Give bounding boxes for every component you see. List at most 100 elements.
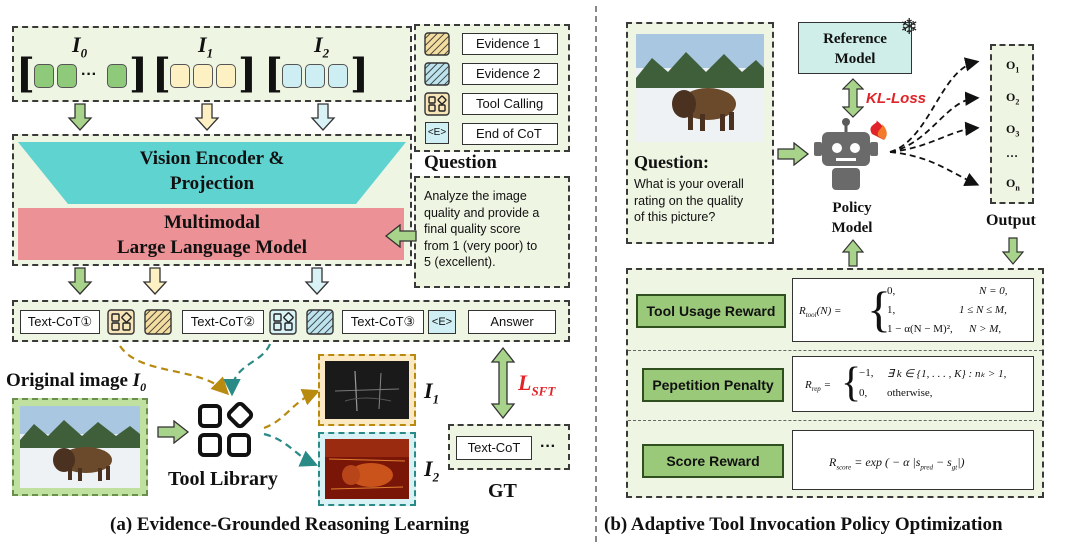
evidence2-hatch-icon	[424, 62, 450, 86]
reward-flow-arrows	[841, 237, 1025, 267]
input-arrows	[67, 103, 336, 131]
edge-map-image	[325, 439, 409, 499]
text-cot-3: Text-CoT③	[342, 310, 424, 334]
output-on: On	[1006, 176, 1020, 193]
tool-library-label: Tool Library	[168, 468, 278, 490]
image-i2-label: I2	[314, 32, 330, 61]
visual-token	[57, 64, 77, 88]
score-formula: Rscore = exp ( − α |spred − sgt|)	[792, 430, 1034, 490]
reference-model-box: Reference Model	[798, 22, 912, 74]
visual-token	[107, 64, 127, 88]
bracket-close: ]	[350, 50, 369, 97]
bison-photo	[636, 34, 764, 142]
text-cot-2: Text-CoT②	[182, 310, 264, 334]
visual-token	[305, 64, 325, 88]
evidence-image-1	[318, 354, 416, 426]
bracket-close: ]	[238, 50, 257, 97]
bracket-open: [	[264, 50, 283, 97]
gt-ellipsis: ···	[540, 438, 556, 455]
reward-divider	[628, 420, 1042, 421]
ground-truth-box: Text-CoT ···	[448, 424, 570, 470]
legend-end-of-cot: End of CoT	[462, 123, 558, 145]
question-to-llm-arrow	[384, 224, 417, 248]
visual-token	[170, 64, 190, 88]
llm-label: Multimodal Large Language Model	[117, 212, 307, 258]
reward-divider	[628, 350, 1042, 351]
token-ellipsis: ···	[81, 66, 97, 83]
question-to-policy-arrow	[777, 142, 810, 166]
vision-encoder-label: Vision Encoder & Projection	[139, 148, 285, 194]
output-label: Output	[986, 212, 1036, 229]
robot-icon	[814, 118, 887, 190]
vision-encoder-shape	[18, 142, 406, 204]
image-i1-label: I1	[198, 32, 214, 61]
sampling-arrows	[889, 57, 980, 186]
cot-row-panel: Text-CoT① Text-CoT② Text-CoT③ <E> Answer	[12, 300, 570, 342]
snowflake-icon: ❄	[900, 14, 919, 39]
output-column: O1 O2 O3 … On	[990, 44, 1034, 204]
visual-token	[193, 64, 213, 88]
evidence1-hatch-icon	[144, 309, 172, 335]
visual-token	[282, 64, 302, 88]
legend-evidence1: Evidence 1	[462, 33, 558, 55]
evidence2-hatch-icon	[306, 309, 334, 335]
output-ellipsis: …	[1006, 146, 1018, 160]
question-text: Analyze the image quality and provide a …	[424, 189, 540, 269]
visual-token	[216, 64, 236, 88]
original-image	[12, 398, 148, 496]
tool-calling-icon	[424, 92, 450, 116]
image-i0-label: I0	[72, 32, 88, 61]
output-o1: O1	[1006, 58, 1020, 75]
tool-usage-formula: Rtool(N) = { 0, N = 0, 1, 1 ≤ N ≤ M, 1 −…	[792, 278, 1034, 342]
bison-photo	[20, 406, 140, 488]
rl-question-title: Question:	[634, 152, 710, 172]
evidence1-hatch-icon	[424, 32, 450, 56]
visual-token	[328, 64, 348, 88]
tool-calling-icon	[107, 309, 135, 335]
tool-calling-icon	[269, 309, 297, 335]
llm-block	[18, 208, 404, 260]
legend-evidence2: Evidence 2	[462, 63, 558, 85]
repetition-penalty: Pepetition Penalty	[642, 368, 784, 402]
end-token-icon: <E>	[425, 122, 449, 144]
question-title: Question	[424, 152, 497, 173]
repetition-formula: Rrep = { −1, ∃ k ∈ {1, . . . , K} : nₖ >…	[792, 356, 1034, 412]
output-o3: O3	[1006, 122, 1020, 139]
tool-flow-arrows	[119, 343, 321, 467]
score-reward: Score Reward	[642, 444, 784, 478]
reward-panel: Tool Usage Reward Rtool(N) = { 0, N = 0,…	[626, 268, 1044, 498]
sft-loss-arrow	[490, 346, 516, 420]
answer-box: Answer	[468, 310, 556, 334]
kl-loss-label: KL-Loss	[866, 90, 926, 107]
gt-label: GT	[488, 480, 517, 502]
output-i1-label: I1	[424, 378, 440, 407]
tool-library-icon	[198, 402, 254, 457]
image-to-tool-arrow	[157, 420, 190, 444]
text-cot-1: Text-CoT①	[20, 310, 100, 334]
legend-tool-calling: Tool Calling	[462, 93, 558, 115]
caption-a: (a) Evidence-Grounded Reasoning Learning	[110, 514, 470, 535]
end-token-icon: <E>	[428, 310, 456, 334]
question-box: Analyze the image quality and provide a …	[414, 176, 570, 288]
bracket-close: ]	[129, 50, 148, 97]
legend-panel: Evidence 1 Evidence 2 Tool Calling <E> E…	[414, 24, 570, 152]
bracket-open: [	[16, 50, 35, 97]
bracket-open: [	[152, 50, 171, 97]
original-image-label: Original image I0	[6, 370, 147, 394]
rl-question-text: What is your overall rating on the quali…	[634, 177, 744, 224]
rl-question-box: Question: What is your overall rating on…	[626, 22, 774, 244]
gradient-map-image	[325, 361, 409, 419]
output-arrows	[67, 267, 330, 295]
policy-model-label: Policy Model	[831, 200, 873, 236]
input-tokens-panel: I0 I1 I2 [ ··· ] [ ] [ ]	[12, 26, 412, 102]
sft-loss-label: LSFT	[518, 370, 556, 399]
output-i2-label: I2	[424, 456, 440, 485]
tool-usage-reward: Tool Usage Reward	[636, 294, 786, 328]
evidence-image-2	[318, 432, 416, 506]
output-o2: O2	[1006, 90, 1020, 107]
panel-divider	[595, 6, 597, 542]
visual-token	[34, 64, 54, 88]
model-panel: Vision Encoder & Projection Multimodal L…	[12, 134, 412, 266]
caption-b: (b) Adaptive Tool Invocation Policy Opti…	[604, 514, 1003, 535]
gt-text-cot: Text-CoT	[456, 436, 532, 460]
